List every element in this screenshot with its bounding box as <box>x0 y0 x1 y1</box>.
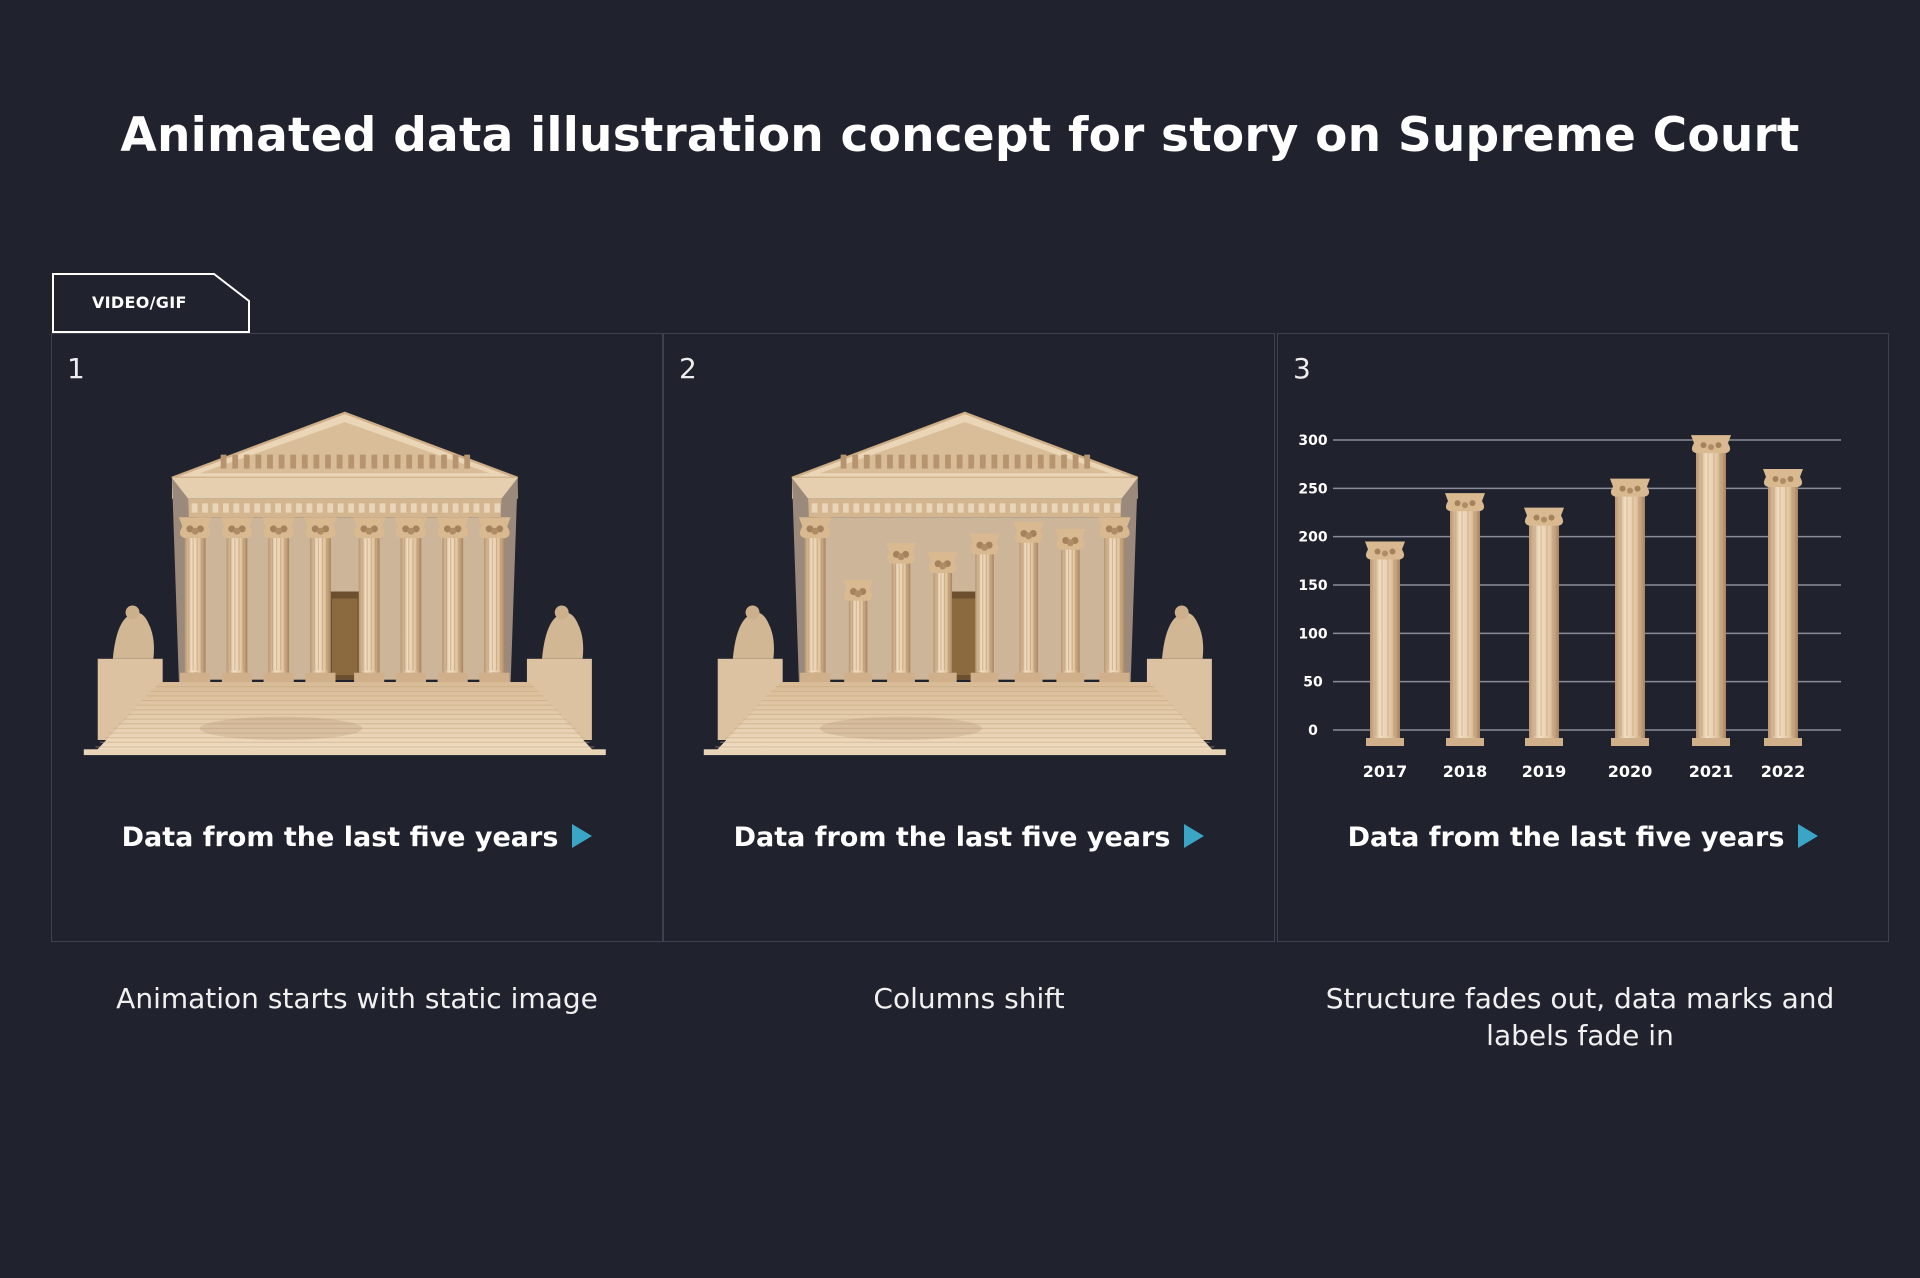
x-tick-label: 2022 <box>1761 762 1806 781</box>
column-icon <box>478 517 511 682</box>
y-tick-label: 150 <box>1298 578 1327 594</box>
play-icon <box>1798 823 1819 848</box>
column-chart: 0 50 100 150 200 250 300 2017 2018 2019 2020 2021 20… <box>1298 433 1841 781</box>
bar-column-2017 <box>1365 541 1405 746</box>
column-icon <box>1098 517 1131 682</box>
column-icon <box>262 517 295 682</box>
y-tick-label: 100 <box>1298 626 1327 642</box>
panel-number: 2 <box>679 352 697 385</box>
column-icon <box>436 517 469 682</box>
bar-column-2019 <box>1524 507 1564 746</box>
column-icon <box>220 517 254 682</box>
column-icon <box>1763 469 1803 746</box>
column-icon <box>843 579 874 682</box>
column-icon <box>394 517 428 682</box>
column-icon <box>178 517 212 682</box>
x-tick-label: 2021 <box>1689 762 1734 781</box>
courthouse-image <box>83 411 606 756</box>
column-icon <box>352 517 386 682</box>
x-tick-label: 2019 <box>1522 762 1567 781</box>
bar-column-2020 <box>1610 478 1650 746</box>
column-icon <box>1610 478 1650 746</box>
panel-number: 3 <box>1293 352 1311 385</box>
x-tick-label: 2020 <box>1608 762 1653 781</box>
cta-label: Data from the last five years <box>1347 822 1785 853</box>
tag-outline <box>52 273 250 333</box>
video-gif-tag: VIDEO/GIF <box>52 273 250 333</box>
cta-link[interactable]: Data from the last five years <box>52 822 662 853</box>
play-icon <box>1184 823 1205 848</box>
column-icon <box>1524 507 1564 746</box>
y-tick-label: 50 <box>1303 675 1323 691</box>
caption-2: Columns shift <box>873 982 1065 1015</box>
page-title: Animated data illustration concept for s… <box>120 108 1800 163</box>
tag-label: VIDEO/GIF <box>92 293 187 312</box>
y-tick-label: 200 <box>1298 530 1327 546</box>
y-tick-label: 250 <box>1298 481 1327 497</box>
y-tick-label: 0 <box>1308 723 1318 739</box>
column-icon <box>1013 521 1044 682</box>
column-icon <box>1445 493 1485 746</box>
x-tick-label: 2018 <box>1443 762 1488 781</box>
bar-column-2022 <box>1763 469 1803 746</box>
panel-number: 1 <box>67 352 85 385</box>
courthouse-shifted-image <box>703 411 1226 756</box>
y-tick-label: 300 <box>1298 433 1327 449</box>
panel-3: 3 0 50 100 150 200 250 300 2017 2018 2019 2020 2021… <box>1277 333 1889 942</box>
column-icon <box>927 552 958 682</box>
column-icon <box>1365 541 1405 746</box>
cta-label: Data from the last five years <box>733 822 1171 853</box>
cta-link[interactable]: Data from the last five years <box>1278 822 1888 853</box>
column-icon <box>1055 528 1086 682</box>
column-icon <box>798 517 832 682</box>
cta-label: Data from the last five years <box>121 822 559 853</box>
x-tick-label: 2017 <box>1363 762 1408 781</box>
caption-3: Structure fades out, data marks and labe… <box>1325 982 1835 1052</box>
column-icon <box>885 542 917 682</box>
panel-2: 2 Data from the last five years <box>663 333 1275 942</box>
bar-column-2018 <box>1445 493 1485 746</box>
column-icon <box>1691 435 1731 746</box>
panel-1: 1 Data from the last five years <box>51 333 663 942</box>
caption-1: Animation starts with static image <box>116 982 598 1015</box>
cta-link[interactable]: Data from the last five years <box>664 822 1274 853</box>
column-icon <box>304 517 337 682</box>
column-icon <box>969 533 1000 682</box>
play-icon <box>572 823 593 848</box>
bar-column-2021 <box>1691 435 1731 746</box>
